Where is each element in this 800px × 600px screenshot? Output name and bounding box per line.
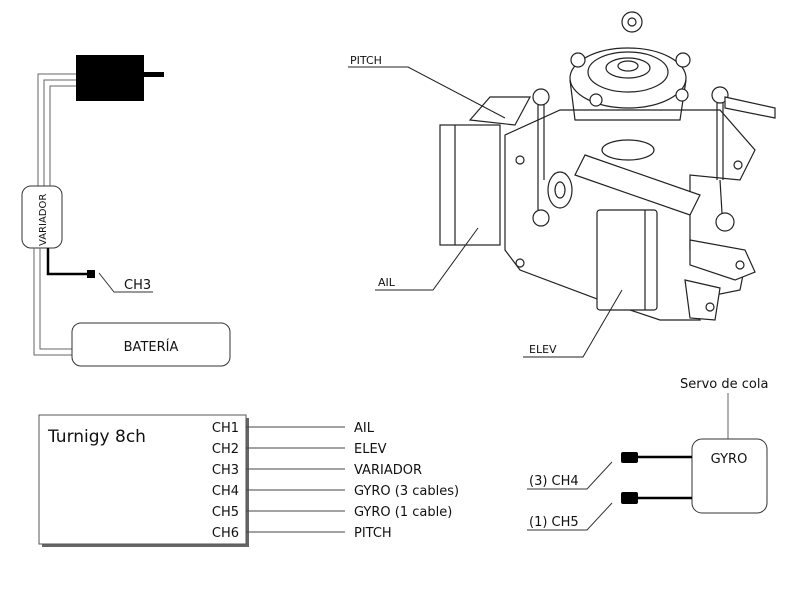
channel-row: CH4 GYRO (3 cables)	[212, 484, 459, 499]
channel-target: AIL	[354, 421, 375, 436]
ail-servo	[439, 124, 501, 246]
servo-label: Servo de cola	[680, 377, 768, 392]
ch4-connector	[621, 452, 638, 463]
speed-controller-box	[21, 185, 63, 249]
receiver-title: Turnigy 8ch	[47, 427, 146, 447]
mixing-arm	[574, 154, 701, 216]
ch3-connector	[87, 270, 95, 278]
channel-label: CH3	[212, 463, 239, 478]
ch4-label: (3) CH4	[529, 474, 579, 489]
motor-shaft	[144, 72, 164, 77]
speed-controller-label: VARIADOR	[38, 194, 49, 246]
signal-cable	[46, 248, 88, 276]
channel-target: ELEV	[354, 442, 387, 457]
channel-target: VARIADOR	[354, 463, 422, 478]
channel-target: PITCH	[354, 526, 392, 541]
channel-label: CH6	[212, 526, 239, 541]
battery-label: BATERÍA	[124, 339, 179, 355]
channel-label: CH4	[212, 484, 239, 499]
gyro-wiring: Servo de cola GYRO (3) CH4 (1) CH5	[527, 377, 768, 531]
receiver-box	[38, 414, 247, 545]
gyro-box	[691, 438, 768, 514]
link-right-top	[711, 86, 729, 104]
link-left-bottom	[532, 209, 550, 227]
channel-row: CH5 GYRO (1 cable)	[212, 505, 452, 520]
channel-row: CH6 PITCH	[212, 526, 392, 541]
channel-label: CH5	[212, 505, 239, 520]
channel-target: GYRO (3 cables)	[354, 484, 459, 499]
callout-pitch: PITCH	[350, 54, 382, 67]
link-left-top	[532, 88, 550, 106]
ch3-label: CH3	[124, 278, 151, 293]
swashplate-illustration	[439, 11, 776, 321]
heli-callouts	[348, 66, 623, 358]
channel-row: CH2 ELEV	[212, 442, 387, 457]
channel-row: CH3 VARIADOR	[212, 463, 422, 478]
channel-label: CH1	[212, 421, 239, 436]
battery-wires	[33, 248, 72, 356]
ch5-label: (1) CH5	[529, 515, 579, 530]
gyro-label: GYRO	[711, 452, 748, 467]
elev-servo	[596, 209, 658, 311]
channel-label: CH2	[212, 442, 239, 457]
battery-box	[71, 322, 231, 367]
ch5-connector	[621, 492, 638, 504]
channel-target: GYRO (1 cable)	[354, 505, 452, 520]
link-right-bottom	[715, 212, 735, 232]
motor-body	[76, 55, 144, 101]
callout-ail: AIL	[378, 276, 396, 289]
motor-wiring: VARIADOR CH3 BATERÍA	[21, 55, 231, 367]
channel-row: CH1 AIL	[212, 421, 375, 436]
bearing	[601, 139, 655, 161]
motor-wires	[37, 73, 76, 186]
callout-elev: ELEV	[529, 343, 557, 356]
pitch-servo	[468, 96, 532, 126]
